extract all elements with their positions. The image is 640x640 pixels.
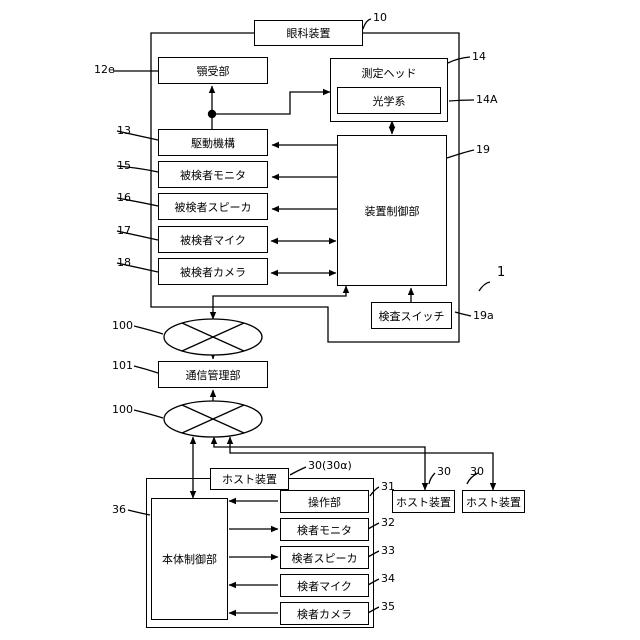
host-apparatus-label: ホスト装置: [210, 468, 289, 490]
ref-32: 32: [381, 517, 395, 529]
operation-unit-box: 操作部: [280, 490, 369, 513]
junction-dot: [208, 110, 216, 118]
other-host-box-1: ホスト装置: [392, 490, 455, 513]
ref-100-lower: 100: [112, 404, 133, 416]
ref-19a: 19a: [473, 310, 494, 322]
comm-manager-box: 通信管理部: [158, 361, 268, 388]
examiner-speaker-box: 検者スピーカ: [280, 546, 369, 569]
main-controller-box: 本体制御部: [151, 498, 228, 620]
ref-17: 17: [117, 225, 131, 237]
ref-101: 101: [112, 360, 133, 372]
ref-14A: 14A: [476, 94, 498, 106]
examiner-mic-box: 検者マイク: [280, 574, 369, 597]
device-controller-box: 装置制御部: [337, 135, 447, 286]
examiner-camera-box: 検者カメラ: [280, 602, 369, 625]
exam-switch-box: 検査スイッチ: [371, 302, 452, 329]
ref-36: 36: [112, 504, 126, 516]
junction-to-head-arrow: [212, 92, 330, 114]
drive-mechanism-box: 駆動機構: [158, 129, 268, 156]
ref-30-host-1: 30: [437, 466, 451, 478]
ref-31: 31: [381, 481, 395, 493]
ref-33: 33: [381, 545, 395, 557]
examinee-mic-box: 被検者マイク: [158, 226, 268, 253]
network-lower: [164, 401, 262, 437]
examinee-monitor-box: 被検者モニタ: [158, 161, 268, 188]
ref-16: 16: [117, 192, 131, 204]
ref-1: 1: [497, 267, 505, 279]
examinee-speaker-box: 被検者スピーカ: [158, 193, 268, 220]
ref-12e: 12e: [94, 64, 115, 76]
optical-system-box: 光学系: [337, 87, 441, 114]
ref-13: 13: [117, 125, 131, 137]
examiner-monitor-box: 検者モニタ: [280, 518, 369, 541]
ref-19: 19: [476, 144, 490, 156]
measurement-head-label: 測定ヘッド: [362, 65, 417, 81]
network-upper: [164, 319, 262, 355]
ref-15: 15: [117, 160, 131, 172]
ref-30-host-2: 30: [470, 466, 484, 478]
ref-14: 14: [472, 51, 486, 63]
ref-35: 35: [381, 601, 395, 613]
examinee-camera-box: 被検者カメラ: [158, 258, 268, 285]
ophthalmic-apparatus-label: 眼科装置: [254, 20, 363, 46]
ref-18: 18: [117, 257, 131, 269]
ref-10: 10: [373, 12, 387, 24]
ref-100-upper: 100: [112, 320, 133, 332]
ref-30-alpha: 30(30α): [308, 460, 352, 472]
ref-34: 34: [381, 573, 395, 585]
chin-rest-box: 顎受部: [158, 57, 268, 84]
other-host-box-2: ホスト装置: [462, 490, 525, 513]
controller-network-arrow: [213, 286, 346, 319]
